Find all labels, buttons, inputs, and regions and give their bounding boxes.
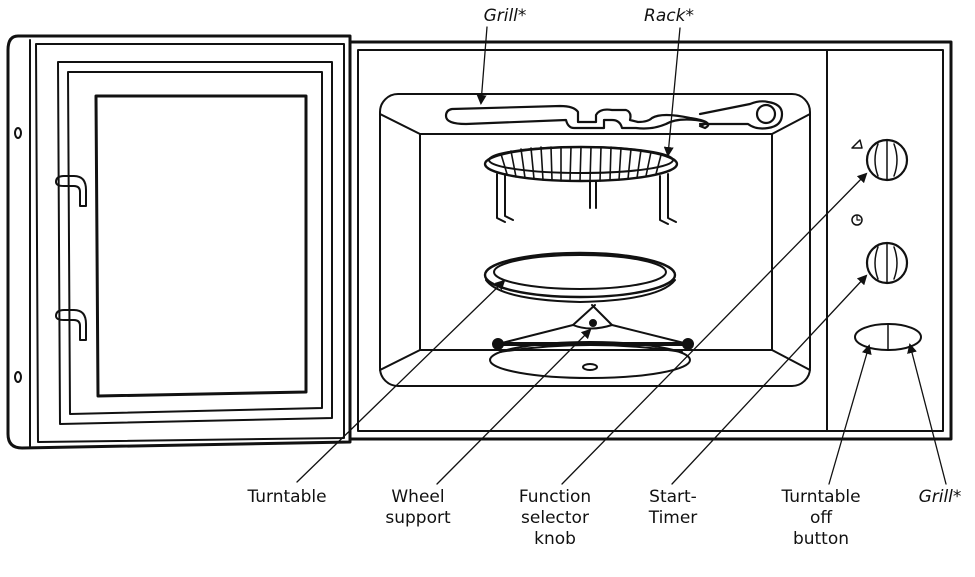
- control-panel: [851, 138, 922, 351]
- leader-start-timer: [671, 274, 868, 485]
- function-selector-knob: [865, 138, 909, 182]
- microwave-body: [348, 40, 953, 441]
- grill-element: [444, 100, 784, 130]
- leader-rack: [663, 27, 681, 157]
- hinge-icon: [14, 371, 22, 383]
- start-timer-knob: [865, 241, 909, 285]
- microwave-door: [6, 34, 352, 450]
- leader-turntable: [296, 279, 506, 483]
- leader-grill-button: [907, 343, 947, 485]
- label-function-selector-knob: Function selector knob: [518, 487, 592, 549]
- leader-turntable-off: [828, 344, 872, 485]
- label-rack: Rack*: [644, 6, 694, 26]
- leader-function-selector: [561, 172, 868, 485]
- leader-grill-top: [476, 26, 488, 105]
- label-wheel-support: Wheel support: [385, 487, 451, 528]
- label-turntable-off-button: Turntable off button: [781, 487, 861, 549]
- door-latch-upper: [55, 175, 87, 207]
- door-latch-lower: [55, 309, 87, 341]
- label-grill-button: Grill*: [918, 487, 962, 507]
- leader-wheel-support: [436, 328, 592, 485]
- turntable-plate: [483, 251, 677, 303]
- label-grill-top: Grill*: [483, 6, 527, 26]
- label-start-timer: Start- Timer: [648, 487, 698, 528]
- rack: [483, 145, 679, 225]
- label-turntable: Turntable: [247, 487, 327, 507]
- clock-icon: [851, 214, 863, 226]
- wheel-support: [489, 304, 694, 379]
- leader-lines: [296, 26, 947, 485]
- hinge-icon: [14, 127, 22, 139]
- power-level-icon: [851, 139, 863, 149]
